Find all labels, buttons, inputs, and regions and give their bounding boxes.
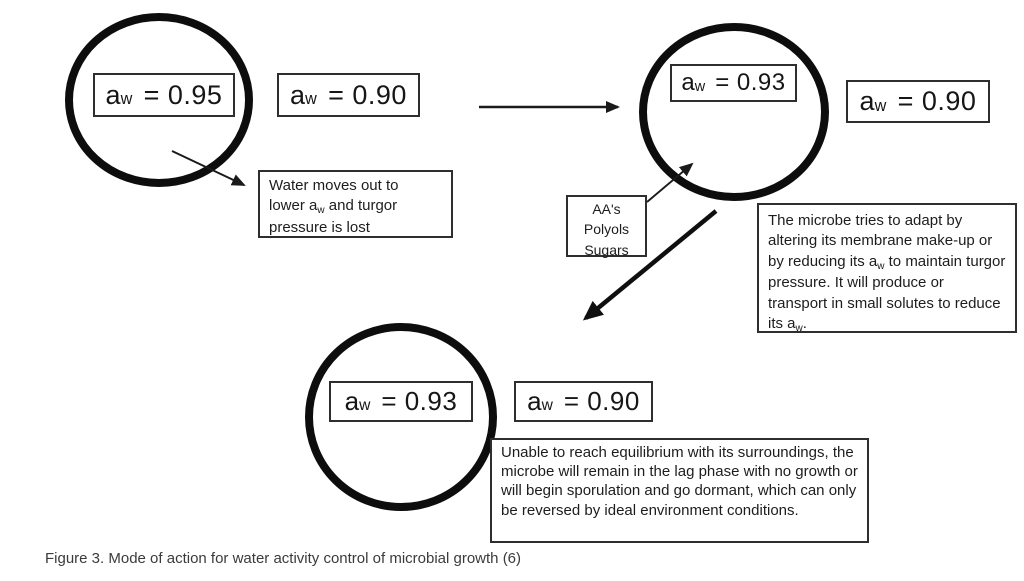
aw-subscript: w (877, 260, 885, 272)
aw-value: = 0.90 (897, 86, 977, 116)
microbe-cell-circle-dormant (305, 323, 497, 511)
aw-symbol: a (527, 386, 542, 416)
note-line: lower aw and turgor (269, 197, 398, 217)
solute-name: AA's (592, 201, 621, 217)
aw-value: = 0.95 (143, 79, 223, 110)
solutes-label-box: AA's Polyols Sugars (566, 195, 647, 258)
aw-symbol: a (681, 69, 695, 96)
aw-subscript: w (795, 323, 803, 335)
dormancy-note-box: Unable to reach equilibrium with its sur… (490, 438, 869, 543)
microbe-cell-circle-initial (65, 13, 253, 187)
microbe-cell-circle-adapting (639, 23, 829, 201)
aw-subscript: w (120, 90, 133, 109)
stage2-to-stage3-arrow (582, 209, 718, 321)
aw-value: = 0.90 (563, 386, 640, 416)
note-text: The microbe tries to adapt by altering i… (768, 212, 993, 270)
aw-subscript: w (541, 396, 553, 414)
figure-caption: Figure 3. Mode of action for water activ… (45, 550, 522, 567)
aw-value: = 0.93 (715, 69, 786, 96)
aw-subscript: w (874, 96, 887, 115)
note-text: to maintain turgor pressure. It will pro… (768, 252, 1006, 333)
aw-subscript: w (694, 79, 706, 96)
adaptation-note-box: The microbe tries to adapt by altering i… (757, 203, 1017, 335)
solutes-into-cell-arrow (646, 162, 694, 203)
water-out-arrow (171, 150, 246, 186)
aw-subscript: w (305, 90, 317, 109)
aw-symbol: a (290, 79, 306, 110)
note-text: Unable to reach equilibrium with its sur… (501, 444, 858, 519)
note-line: pressure is lost (269, 218, 370, 236)
aw-value: = 0.93 (381, 386, 458, 416)
note-line: Water moves out to (269, 177, 399, 194)
solute-name: Sugars (584, 241, 629, 258)
aw-symbol: a (344, 386, 360, 416)
water-loss-note-box: Water moves out to lower aw and turgor p… (258, 170, 453, 238)
solute-name: Polyols (583, 221, 630, 238)
aw-symbol: a (105, 79, 121, 110)
aw-subscript: w (359, 396, 371, 414)
aw-symbol: a (859, 86, 875, 116)
aw-value: = 0.90 (328, 79, 407, 110)
note-text: . (802, 315, 807, 333)
